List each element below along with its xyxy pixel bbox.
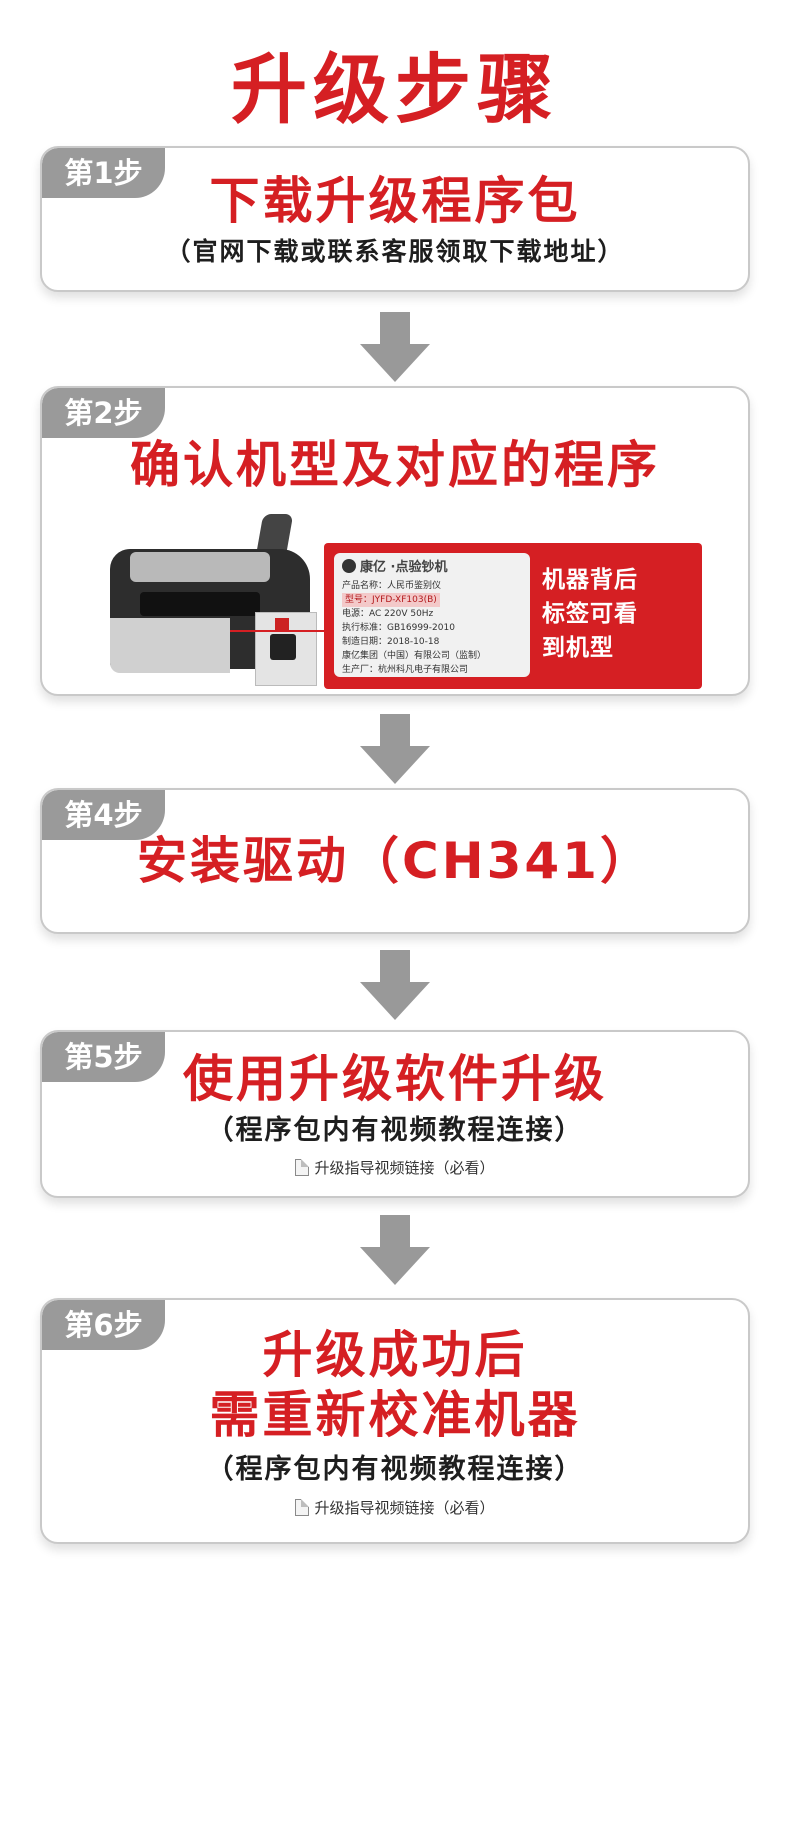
document-icon (295, 1499, 310, 1516)
counting-machine-image (110, 514, 350, 686)
step-1-subtitle: （官网下载或联系客服领取下载地址） (165, 237, 625, 266)
brand-logo-icon (342, 559, 356, 573)
step-6-heading-line2: 需重新校准机器 (209, 1386, 581, 1444)
down-arrow-icon (360, 1215, 430, 1285)
step-5-subtitle: （程序包内有视频教程连接） (206, 1115, 584, 1146)
down-arrow-icon (360, 312, 430, 382)
step-1-heading: 下载升级程序包 (209, 172, 581, 230)
down-arrow-icon (360, 714, 430, 784)
step-4-card: 第4步 安装驱动（CH341） (40, 788, 750, 934)
step-4-badge: 第4步 (42, 790, 165, 840)
step-2-card: 第2步 确认机型及对应的程序 康亿 ·点验钞机 产品名称：人民币鉴别仪 型号：J… (40, 386, 750, 696)
step-5-heading: 使用升级软件升级 (183, 1050, 607, 1108)
video-guide-link[interactable]: 升级指导视频链接（必看） (42, 1156, 748, 1180)
step-6-subtitle: （程序包内有视频教程连接） (206, 1454, 584, 1485)
down-arrow-icon (360, 950, 430, 1020)
step-1-card: 第1步 下载升级程序包 （官网下载或联系客服领取下载地址） (40, 146, 750, 292)
step-6-heading-line1: 升级成功后 (262, 1326, 528, 1384)
page-title: 升级步骤 (231, 45, 559, 134)
video-guide-link[interactable]: 升级指导视频链接（必看） (42, 1496, 748, 1520)
document-icon (295, 1159, 310, 1176)
step-2-badge: 第2步 (42, 388, 165, 438)
step-5-badge: 第5步 (42, 1032, 165, 1082)
step-2-heading: 确认机型及对应的程序 (130, 436, 660, 494)
step-6-badge: 第6步 (42, 1300, 165, 1350)
step-4-heading: 安装驱动（CH341） (137, 832, 653, 890)
step-1-badge: 第1步 (42, 148, 165, 198)
step-5-card: 第5步 使用升级软件升级 （程序包内有视频教程连接） 升级指导视频链接（必看） (40, 1030, 750, 1198)
label-hint-text: 机器背后 标签可看 到机型 (542, 567, 638, 661)
machine-label-callout: 康亿 ·点验钞机 产品名称：人民币鉴别仪 型号：JYFD-XF103(B) 电源… (324, 543, 702, 689)
model-number: 型号：JYFD-XF103(B) (342, 593, 440, 607)
step-6-card: 第6步 升级成功后 需重新校准机器 （程序包内有视频教程连接） 升级指导视频链接… (40, 1298, 750, 1544)
machine-label-sticker: 康亿 ·点验钞机 产品名称：人民币鉴别仪 型号：JYFD-XF103(B) 电源… (334, 553, 530, 677)
